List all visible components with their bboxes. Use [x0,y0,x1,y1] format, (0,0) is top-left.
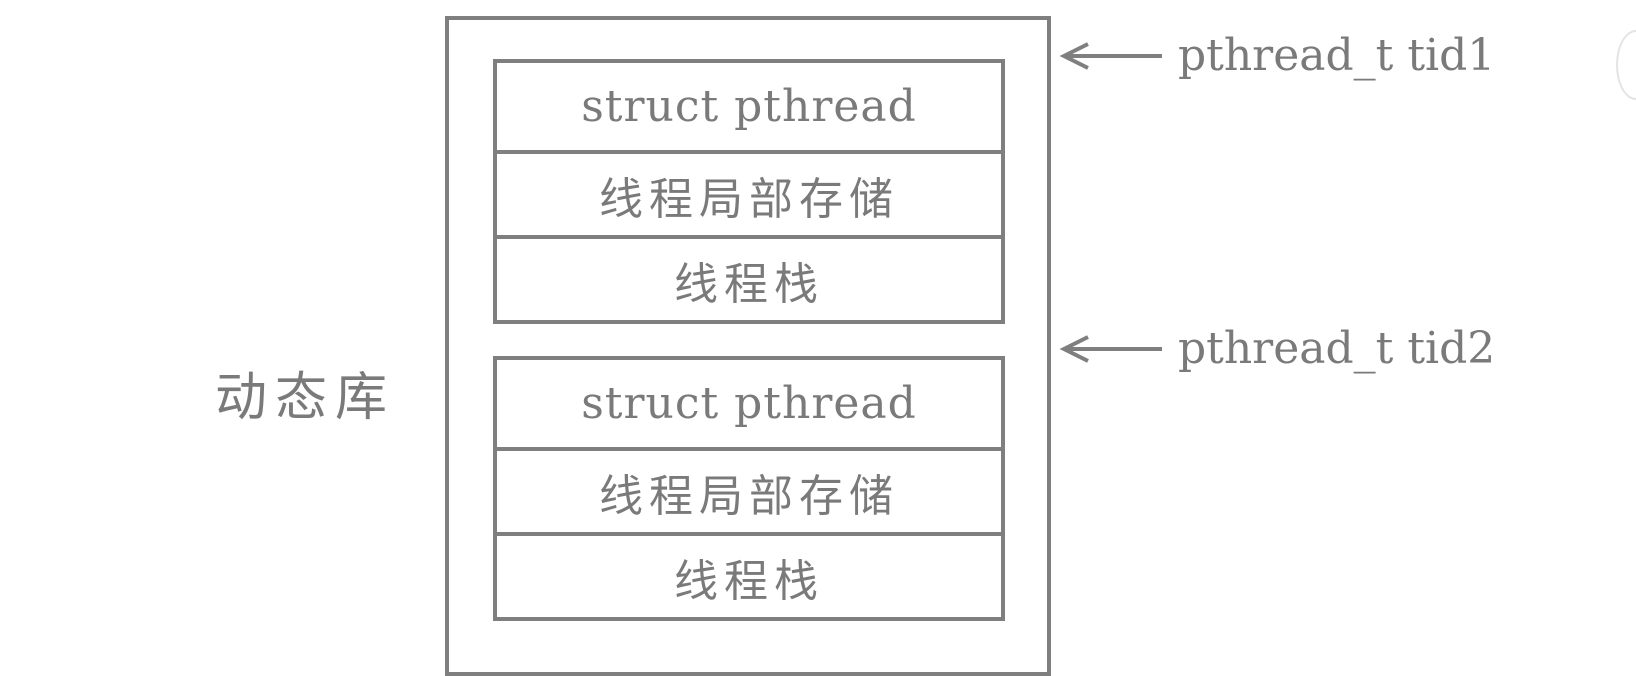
thread-block-1: struct pthread 线程局部存储 线程栈 [493,59,1005,324]
tid1-pointer: pthread_t tid1 [1058,30,1495,81]
tid2-pointer: pthread_t tid2 [1058,323,1495,374]
tid2-label: pthread_t tid2 [1178,323,1496,374]
thread-local-storage-cell: 线程局部存储 [497,150,1001,235]
tid1-label: pthread_t tid1 [1178,30,1496,81]
thread-stack-cell: 线程栈 [497,532,1001,617]
thread-local-storage-cell: 线程局部存储 [497,447,1001,532]
struct-pthread-cell: struct pthread [581,81,917,132]
thread-block-2: struct pthread 线程局部存储 线程栈 [493,356,1005,621]
edge-circle-icon [1616,30,1636,100]
dynamic-library-label: 动态库 [215,368,396,428]
thread-stack-cell: 线程栈 [497,235,1001,320]
left-arrow-icon [1059,41,1162,70]
left-arrow-icon [1059,334,1162,363]
struct-pthread-cell: struct pthread [581,378,917,429]
